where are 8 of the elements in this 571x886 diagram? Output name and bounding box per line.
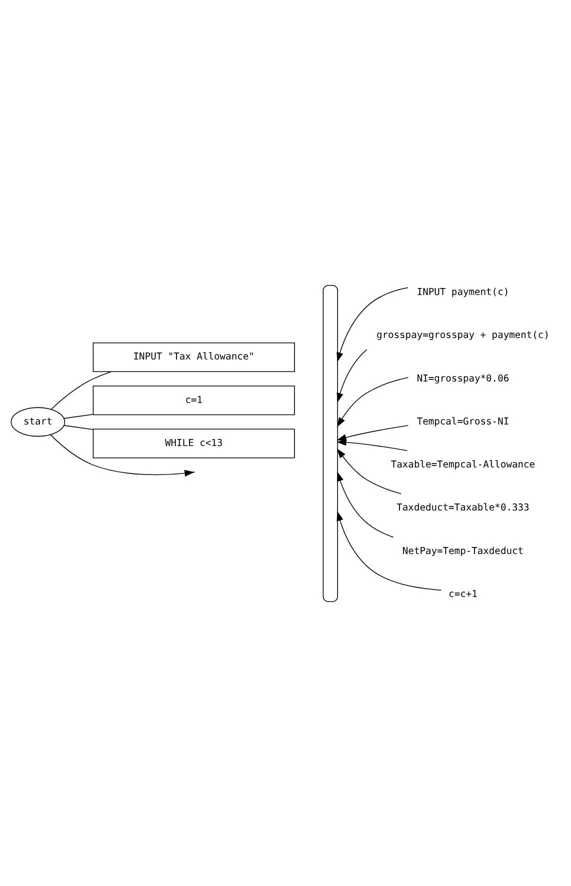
node-text: NetPay=Temp-Taxdeduct bbox=[402, 545, 524, 556]
node-text: Taxable=Tempcal-Allowance bbox=[390, 459, 536, 470]
node-text: NI=grosspay*0.06 bbox=[416, 372, 510, 384]
node-text: INPUT payment(c) bbox=[416, 286, 510, 298]
node-text: c=c+1 bbox=[448, 588, 478, 600]
node-text: Tempcal=Gross-NI bbox=[416, 416, 510, 427]
node-text: Taxdeduct=Taxable*0.333 bbox=[396, 502, 530, 514]
node-text: grosspay=grosspay + payment(c) bbox=[376, 330, 550, 341]
